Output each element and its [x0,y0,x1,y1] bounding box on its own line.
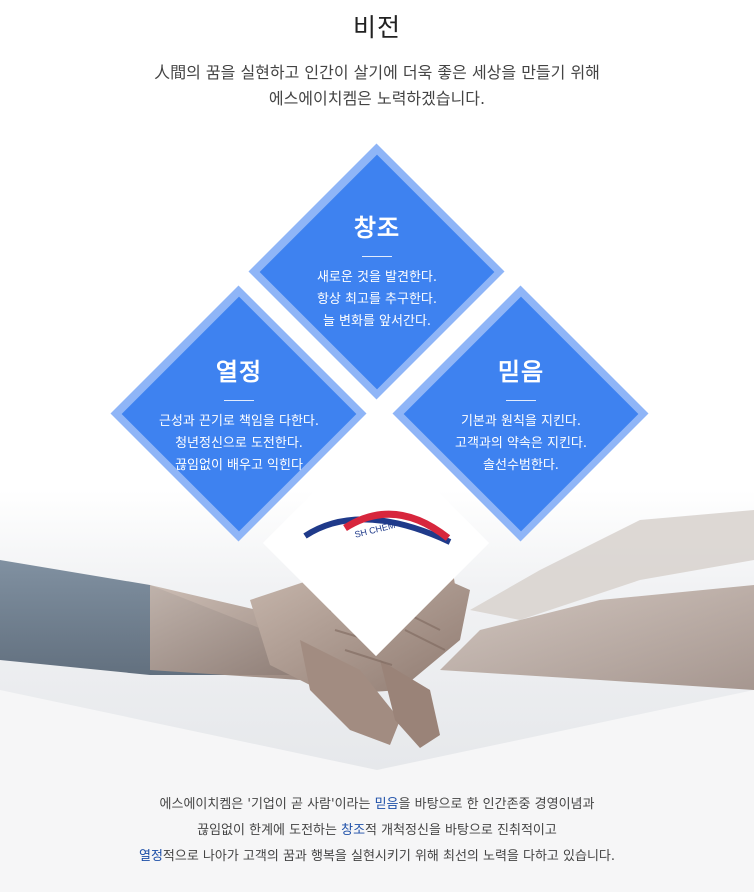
summary-line-2-text: 끊임없이 한계에 도전하는 [197,823,342,838]
summary-line-3: 열정적으로 나아가 고객의 꿈과 행복을 실현시키기 위해 최선의 노력을 다하… [0,844,754,870]
keyword-trust: 믿음 [374,797,399,812]
divider [362,256,392,257]
divider [224,400,254,401]
keyword-creation: 창조 [341,823,366,838]
value-passion-line-2: 청년정신으로 도전한다. [175,436,303,451]
value-creation-line-1: 새로운 것을 발견한다. [316,270,438,285]
summary-line-3-rest: 적으로 나아가 고객의 꿈과 행복을 실현시키기 위해 최선의 노력을 다하고 … [162,849,616,864]
summary-line-2-rest: 적 개척정신을 바탕으로 진취적이고 [365,823,557,838]
summary-text: 에스에이치켐은 '기업이 곧 사람'이라는 믿음을 바탕으로 한 인간존중 경영… [0,792,754,870]
value-trust-line-1: 기본과 원칙을 지킨다. [460,414,582,429]
summary-line-1-rest: 을 바탕으로 한 인간존중 경영이념과 [398,797,595,812]
value-passion: 열정 근성과 끈기로 책임을 다한다. 청년정신으로 도전한다. 끊임없이 배우… [110,285,367,542]
value-creation-title: 창조 [353,214,401,242]
value-trust-line-3: 솔선수범한다. [483,458,559,473]
value-trust-line-2: 고객과의 약속은 지킨다. [455,436,587,451]
summary-line-1: 에스에이치켐은 '기업이 곧 사람'이라는 믿음을 바탕으로 한 인간존중 경영… [0,792,754,818]
summary-line-1-text: 에스에이치켐은 '기업이 곧 사람'이라는 [159,797,375,812]
value-passion-line-3: 끊임없이 배우고 익힌다 [175,458,303,473]
value-creation-line-3: 늘 변화를 앞서간다. [322,314,432,329]
value-creation-line-2: 항상 최고를 추구한다. [316,292,438,307]
value-passion-line-1: 근성과 끈기로 책임을 다한다. [158,414,320,429]
value-trust: 믿음 기본과 원칙을 지킨다. 고객과의 약속은 지킨다. 솔선수범한다. [392,285,649,542]
value-trust-text: 믿음 기본과 원칙을 지킨다. 고객과의 약속은 지킨다. 솔선수범한다. [393,352,649,477]
value-passion-title: 열정 [215,358,263,386]
value-passion-text: 열정 근성과 끈기로 책임을 다한다. 청년정신으로 도전한다. 끊임없이 배우… [111,352,367,477]
intro-line-1: 人間의 꿈을 실현하고 인간이 살기에 더욱 좋은 세상을 만들기 위해 [154,63,600,82]
value-creation: 창조 새로운 것을 발견한다. 항상 최고를 추구한다. 늘 변화를 앞서간다. [248,143,505,400]
value-creation-text: 창조 새로운 것을 발견한다. 항상 최고를 추구한다. 늘 변화를 앞서간다. [249,208,505,333]
value-trust-title: 믿음 [497,358,545,386]
page-title: 비전 [352,13,401,42]
keyword-passion: 열정 [138,849,163,864]
intro-line-2: 에스에이치켐은 노력하겠습니다. [268,89,486,108]
divider [506,400,536,401]
intro-text: 人間의 꿈을 실현하고 인간이 살기에 더욱 좋은 세상을 만들기 위해 에스에… [0,60,754,112]
sh-chem-logo: SH CHEM [303,510,452,545]
summary-line-2: 끊임없이 한계에 도전하는 창조적 개척정신을 바탕으로 진취적이고 [0,818,754,844]
